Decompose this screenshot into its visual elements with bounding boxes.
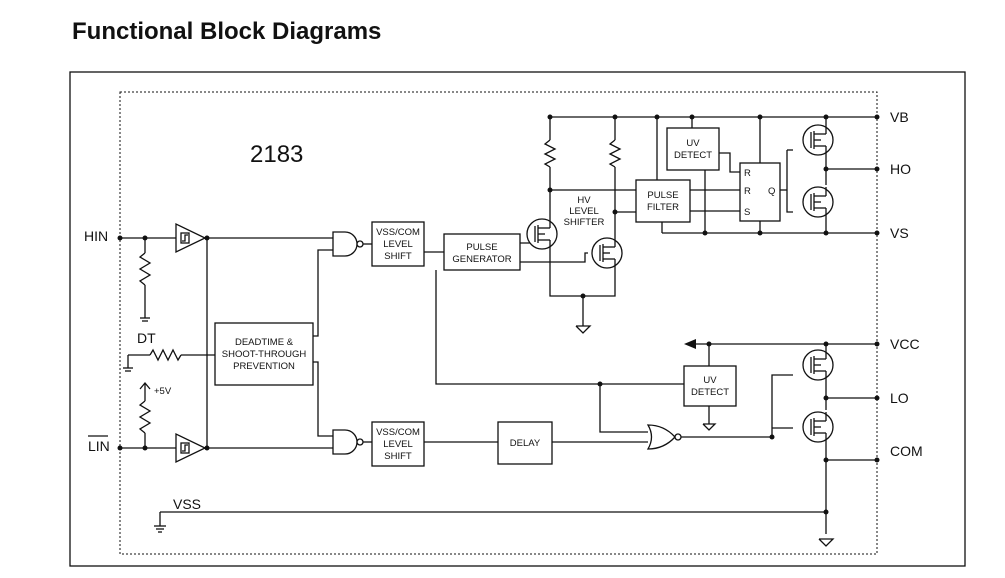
svg-text:LEVEL: LEVEL	[569, 206, 599, 217]
svg-text:DETECT: DETECT	[691, 387, 729, 398]
level-shift-top-block: VSS/COM LEVEL SHIFT	[371, 221, 425, 267]
svg-text:DELAY: DELAY	[510, 438, 541, 449]
svg-text:UV: UV	[686, 138, 700, 149]
pin-label-ho: HO	[890, 161, 911, 177]
outer-frame	[69, 71, 966, 567]
pin-label-vcc: VCC	[890, 336, 920, 352]
svg-text:VSS/COM: VSS/COM	[376, 227, 420, 238]
svg-text:SHIFTER: SHIFTER	[564, 217, 605, 228]
ic-boundary	[119, 91, 878, 555]
svg-text:LEVEL: LEVEL	[383, 439, 413, 450]
svg-text:PULSE: PULSE	[466, 242, 497, 253]
svg-text:GENERATOR: GENERATOR	[452, 254, 511, 265]
part-number: 2183	[250, 141, 303, 168]
svg-text:Q: Q	[768, 186, 775, 197]
lin-comparator	[175, 432, 207, 464]
svg-text:UV: UV	[703, 375, 717, 386]
hv-shifter-mosfet-2	[591, 237, 623, 269]
pin-label-vb: VB	[890, 109, 909, 125]
svg-text:SHOOT-THROUGH: SHOOT-THROUGH	[222, 349, 307, 360]
svg-text:DEADTIME &: DEADTIME &	[235, 337, 294, 348]
pin-label-lo: LO	[890, 390, 909, 406]
low-side-mosfet-bottom	[802, 411, 834, 443]
svg-text:R: R	[744, 186, 751, 197]
svg-text:SHIFT: SHIFT	[384, 251, 412, 262]
nor-gate	[646, 424, 682, 450]
pin-label-hin: HIN	[84, 228, 108, 244]
pin-label-vss: VSS	[173, 496, 201, 512]
nand-gate-low	[332, 429, 364, 455]
nand-gate-high	[332, 231, 364, 257]
pin-label-com: COM	[890, 443, 923, 459]
level-shift-bottom-block: VSS/COM LEVEL SHIFT	[371, 421, 425, 467]
pin-label-plus5v: +5V	[154, 386, 172, 397]
hv-shifter-mosfet-1	[526, 218, 558, 250]
uv-detect-top-block: UV DETECT	[666, 127, 720, 171]
high-side-mosfet-bottom	[802, 186, 834, 218]
deadtime-block: DEADTIME & SHOOT-THROUGH PREVENTION	[214, 322, 314, 386]
svg-text:PULSE: PULSE	[647, 190, 678, 201]
low-side-mosfet-top	[802, 349, 834, 381]
wires	[120, 116, 877, 547]
svg-text:DETECT: DETECT	[674, 150, 712, 161]
junction-dots	[117, 114, 880, 515]
svg-text:S: S	[744, 207, 750, 218]
svg-text:PREVENTION: PREVENTION	[233, 361, 295, 372]
pin-label-vs: VS	[890, 225, 909, 241]
page-title: Functional Block Diagrams	[72, 18, 382, 45]
svg-text:FILTER: FILTER	[647, 202, 679, 213]
svg-text:VSS/COM: VSS/COM	[376, 427, 420, 438]
svg-text:LEVEL: LEVEL	[383, 239, 413, 250]
pin-label-dt: DT	[137, 330, 156, 346]
uv-detect-bottom-block: UV DETECT	[683, 365, 737, 407]
hin-comparator	[175, 222, 207, 254]
pulse-generator-block: PULSE GENERATOR	[443, 233, 521, 271]
delay-block: DELAY	[497, 421, 553, 465]
rs-latch-block: R R S Q	[739, 162, 781, 222]
high-side-mosfet-top	[802, 124, 834, 156]
svg-text:HV: HV	[577, 195, 591, 206]
hv-level-shifter-label: HV LEVEL SHIFTER	[564, 195, 605, 228]
pin-label-lin: LIN	[88, 438, 110, 454]
svg-text:SHIFT: SHIFT	[384, 451, 412, 462]
pulse-filter-block: PULSE FILTER	[635, 179, 691, 223]
svg-text:R: R	[744, 168, 751, 179]
